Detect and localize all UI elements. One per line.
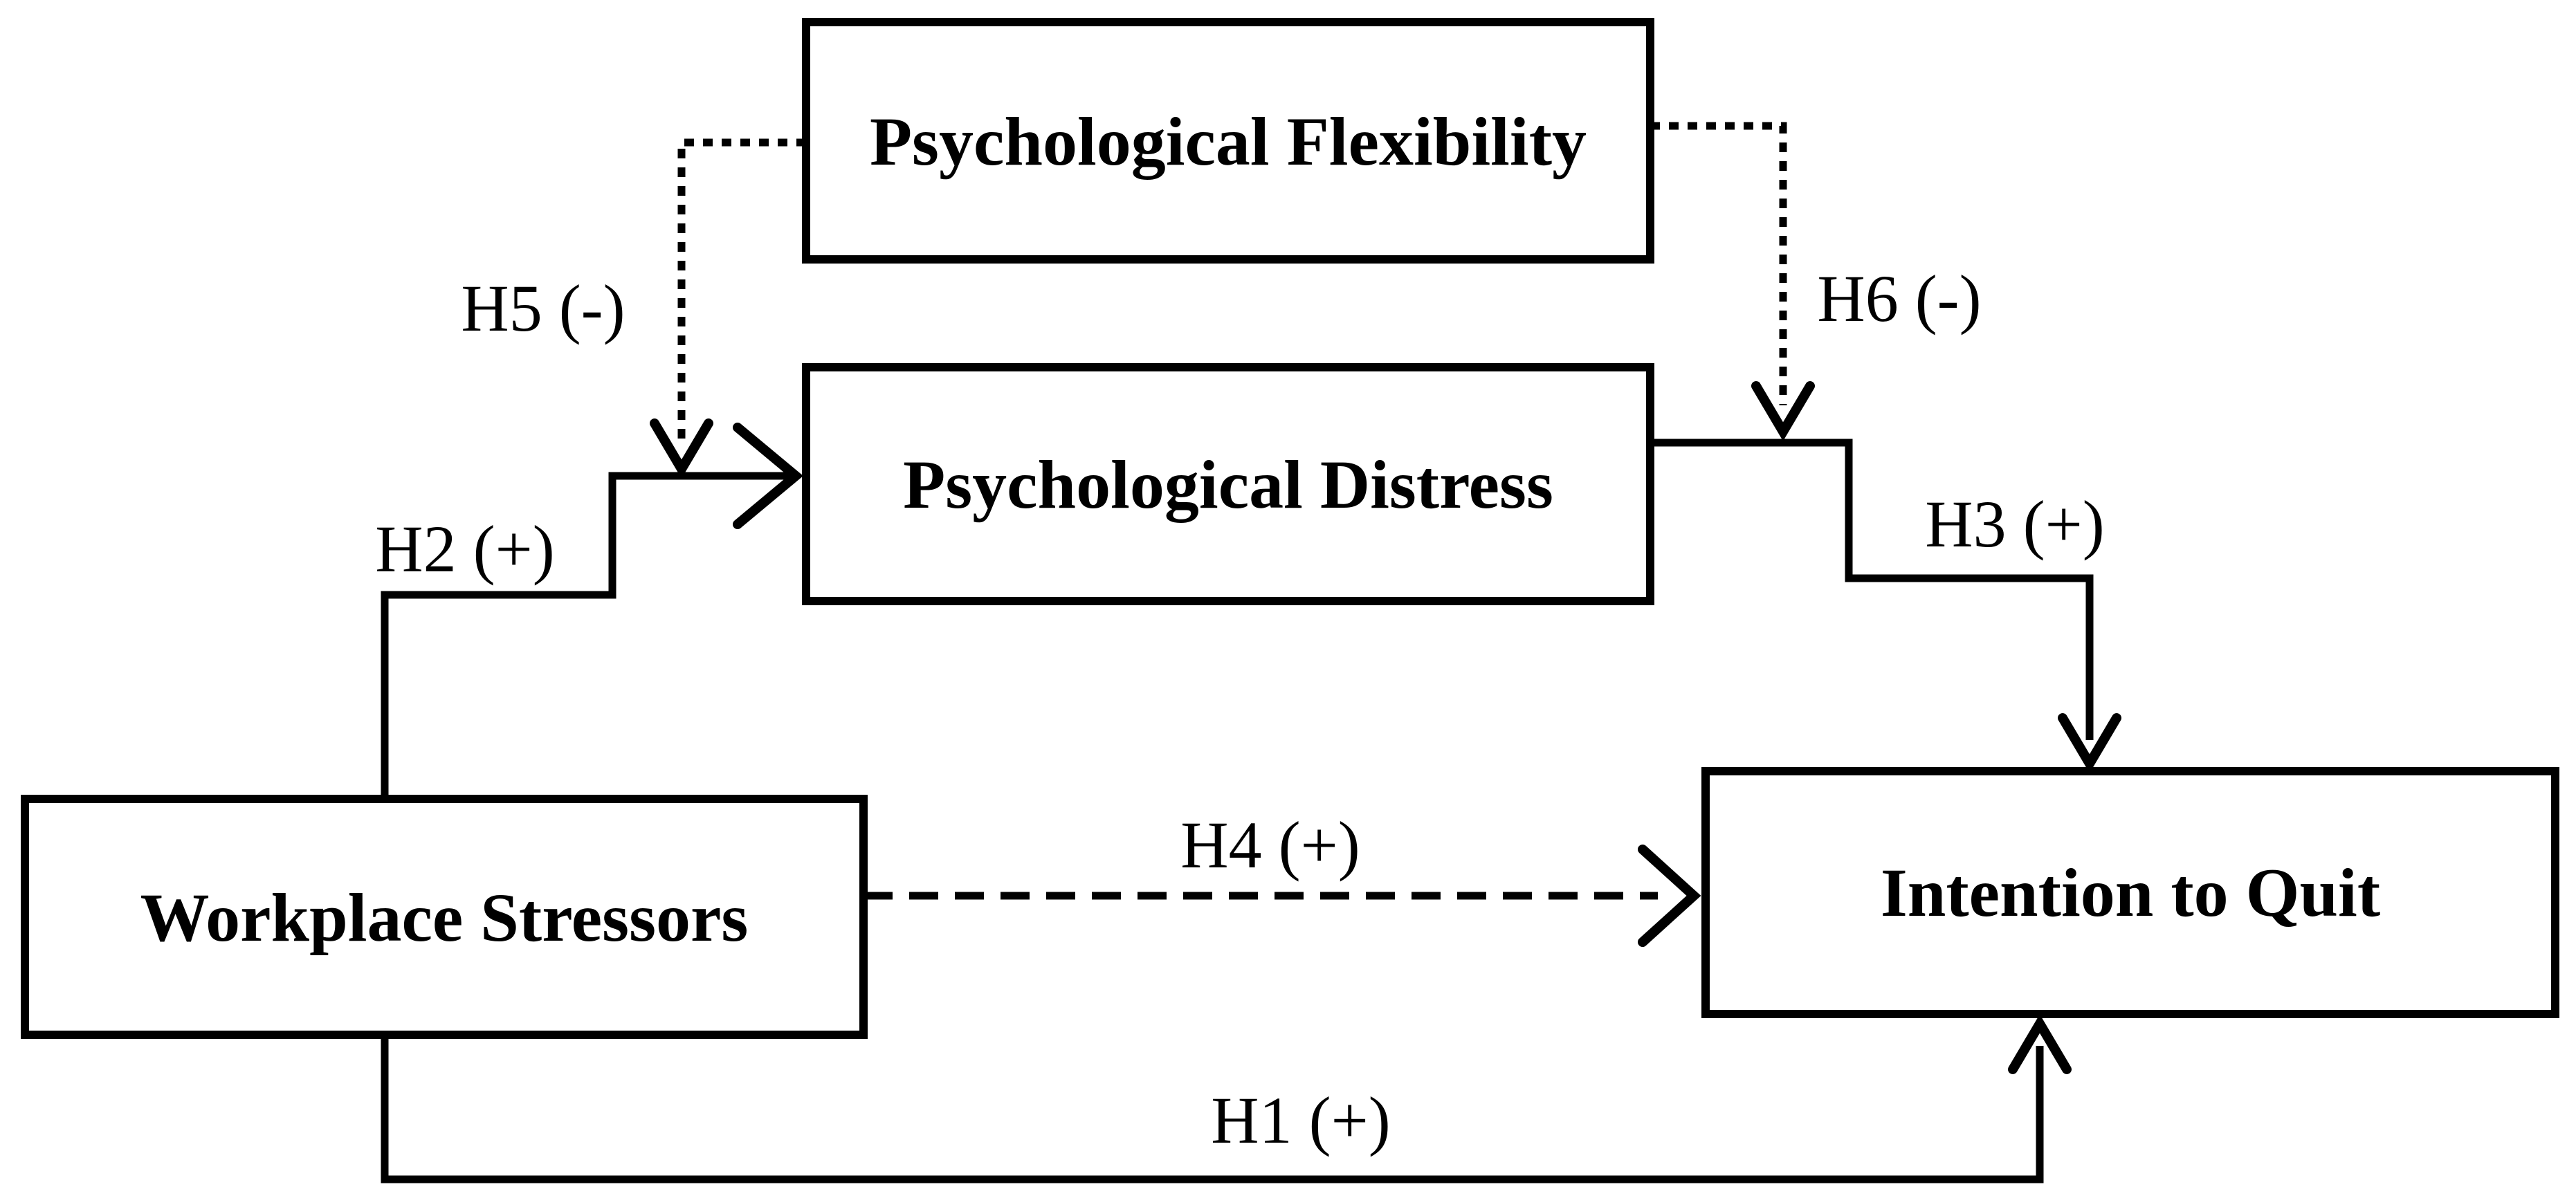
node-workplace-stressors-box: [21, 795, 868, 1039]
edge-h1-arrowhead-icon: [2008, 1014, 2072, 1074]
edge-h5-line: [677, 138, 806, 443]
edge-h2-line: [381, 472, 789, 799]
node-intention-to-quit-label: Intention to Quit: [1881, 854, 2380, 931]
node-psychological-flexibility-box: [802, 18, 1654, 264]
node-workplace-stressors-label: Workplace Stressors: [140, 879, 749, 956]
edge-h6-label: H6 (-): [1817, 261, 1981, 335]
edge-h2-arrowhead-icon: [733, 423, 803, 529]
edge-h6-line: [1650, 122, 1787, 405]
edge-h5-arrowhead-icon: [650, 418, 713, 479]
node-psychological-distress-label: Psychological Distress: [903, 446, 1553, 523]
edge-h1-line: [381, 1035, 2044, 1183]
node-psychological-distress-box: [802, 363, 1654, 605]
edge-h3-arrowhead-icon: [2058, 713, 2121, 773]
edge-h3-label: H3 (+): [1925, 487, 2104, 561]
node-psychological-flexibility: Psychological Flexibility: [802, 18, 1654, 264]
edge-h4-arrowhead-icon: [1638, 845, 1701, 947]
node-intention-to-quit-box: [1701, 767, 2559, 1018]
node-intention-to-quit: Intention to Quit: [1701, 767, 2559, 1018]
edge-h2-label: H2 (+): [375, 512, 554, 586]
edge-h3-line: [1650, 439, 2094, 740]
node-workplace-stressors: Workplace Stressors: [21, 795, 868, 1039]
edge-h1-label: H1 (+): [1211, 1083, 1390, 1157]
edge-h4-label: H4 (+): [1180, 808, 1360, 882]
edge-h5-label: H5 (-): [461, 271, 625, 345]
node-psychological-flexibility-label: Psychological Flexibility: [870, 103, 1587, 180]
node-psychological-distress: Psychological Distress: [802, 363, 1654, 605]
edge-h6-arrowhead-icon: [1751, 381, 1815, 441]
